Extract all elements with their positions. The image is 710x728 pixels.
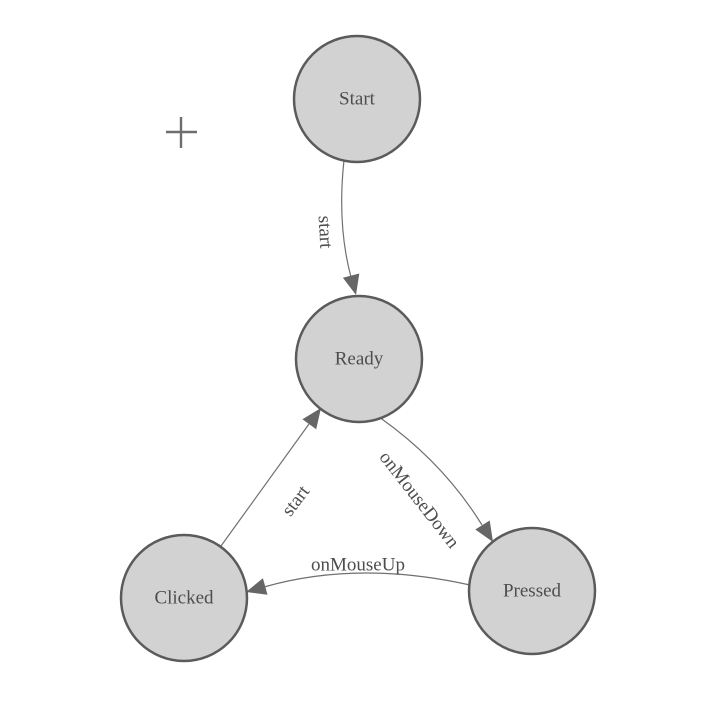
edge-label-clicked-to-ready: start: [278, 481, 315, 520]
node-label-start: Start: [339, 89, 376, 110]
node-label-clicked: Clicked: [154, 588, 214, 609]
edge-pressed-to-clicked[interactable]: onMouseUp: [246, 555, 471, 595]
edge-line[interactable]: [220, 423, 310, 547]
edge-line[interactable]: [378, 416, 483, 526]
arrowhead-icon: [246, 578, 268, 595]
node-clicked[interactable]: Clicked: [119, 533, 249, 663]
edge-line[interactable]: [263, 572, 471, 588]
arrowhead-icon: [342, 273, 360, 295]
node-start[interactable]: Start: [292, 34, 422, 164]
node-label-pressed: Pressed: [503, 581, 562, 602]
node-circle[interactable]: [119, 533, 249, 663]
node-label-ready: Ready: [335, 349, 384, 370]
node-circle[interactable]: [294, 294, 424, 424]
node-ready[interactable]: Ready: [294, 294, 424, 424]
node-pressed[interactable]: Pressed: [467, 526, 597, 656]
node-circle[interactable]: [467, 526, 597, 656]
arrowhead-icon: [475, 520, 493, 542]
edge-label-pressed-to-clicked: onMouseUp: [311, 555, 405, 576]
edge-clicked-to-ready[interactable]: start: [220, 408, 321, 547]
edge-line[interactable]: [341, 159, 352, 278]
node-circle[interactable]: [292, 34, 422, 164]
edge-ready-to-pressed[interactable]: onMouseDown: [375, 416, 493, 553]
plus-cursor-icon: [166, 117, 197, 148]
arrowhead-icon: [302, 408, 321, 430]
edge-label-start-to-ready: start: [314, 215, 337, 249]
edge-start-to-ready[interactable]: start: [314, 159, 360, 295]
edge-label-ready-to-pressed: onMouseDown: [375, 447, 464, 553]
